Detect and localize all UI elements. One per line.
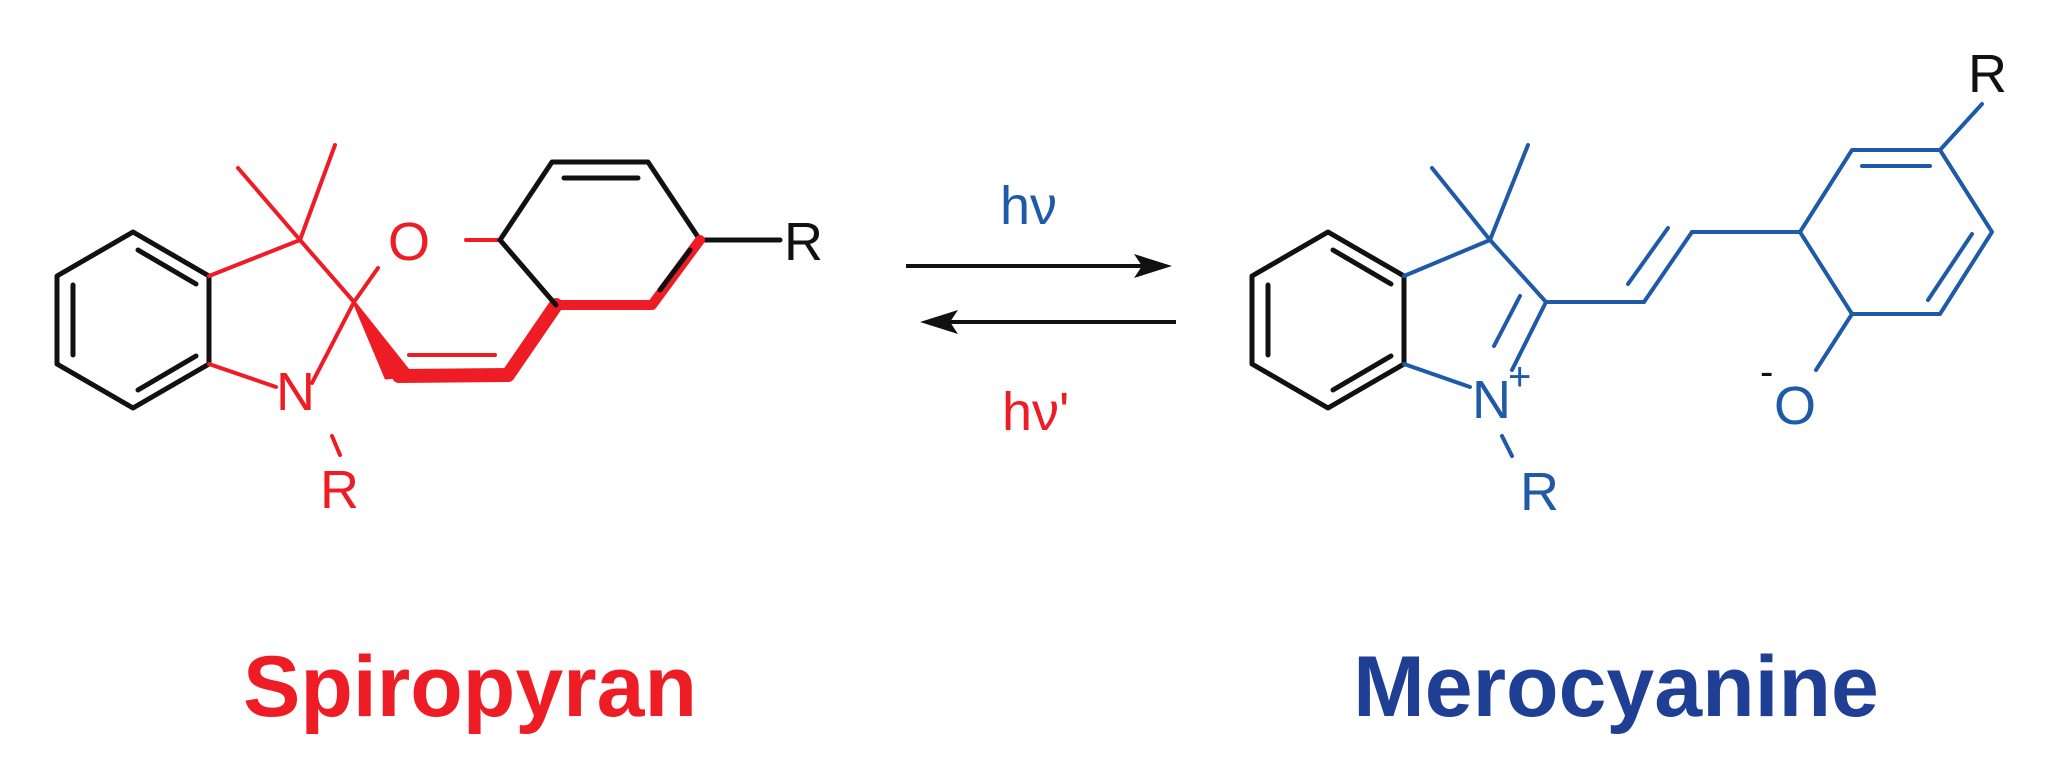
merocyanine-aryl-substituent-label: R [1968, 44, 2007, 104]
merocyanine-oxygen-charge: - [1760, 350, 1773, 394]
spiropyran-name: Spiropyran [243, 639, 697, 735]
forward-arrowhead [1134, 254, 1172, 278]
forward-arrow-label: hν [1000, 176, 1057, 236]
reverse-arrowhead [920, 310, 958, 334]
equilibrium-arrows [906, 254, 1176, 334]
merocyanine-structure [1249, 102, 1994, 458]
merocyanine-oxygen-label: O [1774, 376, 1816, 436]
spiropyran-indoline-benzene [54, 229, 212, 411]
spiropyran-pyran-ring [352, 238, 563, 383]
merocyanine-name: Merocyanine [1353, 639, 1879, 735]
spiropyran-oxygen-label: O [388, 212, 430, 272]
merocyanine-indolium-benzene [1249, 229, 1407, 411]
spiropyran-n-substituent-label: R [320, 460, 359, 520]
spiropyran-inner-double [657, 247, 693, 293]
spiropyran-structure [54, 143, 783, 457]
merocyanine-chromophore [1402, 102, 1994, 458]
merocyanine-nitrogen-charge: + [1508, 355, 1531, 399]
spiropyran-chromene-benzene [497, 159, 783, 243]
merocyanine-nitrogen-label: N [1472, 370, 1511, 430]
spiropyran-indoline-ring [207, 143, 380, 457]
reverse-arrow-label: hν' [1002, 382, 1069, 442]
spiropyran-aryl-substituent-label: R [784, 212, 823, 272]
spiropyran-nitrogen-label: N [276, 362, 315, 422]
merocyanine-n-substituent-label: R [1520, 462, 1559, 522]
